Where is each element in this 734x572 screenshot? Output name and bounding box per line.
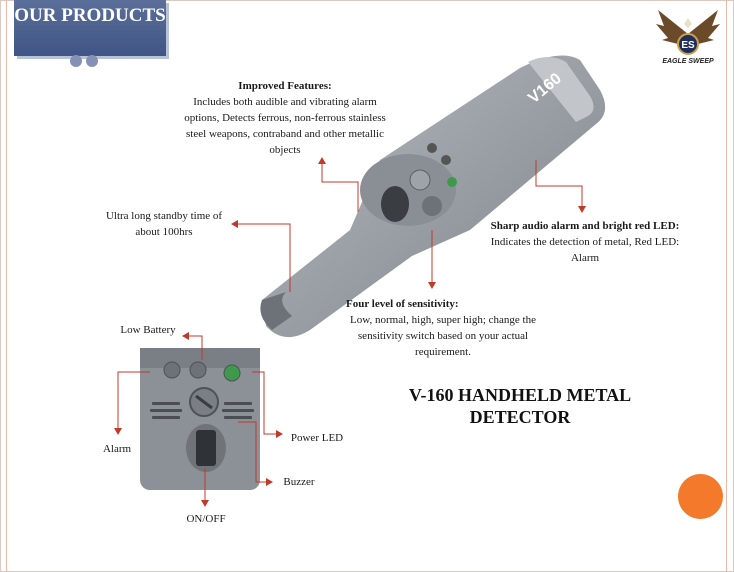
improved-features-title: Improved Features: [238, 80, 332, 92]
alarm-feature-title: Sharp audio alarm and bright red LED: [490, 220, 680, 232]
callout-low-battery: Low Battery [120, 324, 176, 336]
alarm-feature-body: Indicates the detection of metal, Red LE… [490, 236, 680, 264]
alarm-feature: Sharp audio alarm and bright red LED: In… [484, 218, 686, 266]
logo-monogram: ES [681, 40, 695, 51]
callout-on-off: ON/OFF [186, 513, 226, 525]
right-rule [726, 0, 727, 572]
sensitivity-body: Low, normal, high, super high; change th… [350, 314, 536, 358]
improved-features-body: Includes both audible and vibrating alar… [184, 96, 386, 156]
product-title: V-160 HANDHELD METAL DETECTOR [408, 385, 632, 427]
left-rule [6, 0, 7, 572]
section-title-box: OUR PRODUCTS [14, 0, 166, 56]
sensitivity-feature: Four level of sensitivity: Low, normal, … [346, 296, 540, 360]
control-panel-closeup [140, 348, 260, 490]
detector-body: V160 [260, 55, 606, 338]
section-title: OUR PRODUCTS [14, 5, 166, 26]
improved-features: Improved Features: Includes both audible… [180, 78, 390, 158]
callout-arrows [114, 157, 586, 507]
sensitivity-title: Four level of sensitivity: [346, 298, 459, 310]
callout-alarm: Alarm [102, 443, 132, 455]
standby-label: Ultra long standby time of about 100hrs [105, 210, 223, 238]
eagle-logo-icon: ES [656, 10, 720, 55]
callout-power-led: Power LED [290, 432, 344, 444]
logo-text: EAGLE SWEEP [662, 58, 714, 65]
callout-buzzer: Buzzer [283, 476, 315, 488]
decor-dot [86, 55, 98, 67]
accent-circle [678, 474, 723, 519]
decor-dot [70, 55, 82, 67]
